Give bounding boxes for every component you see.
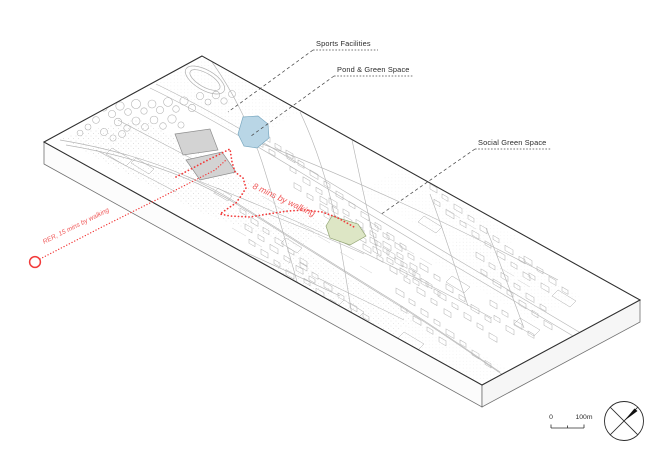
compass-north-needle [624, 408, 638, 421]
route-rer-label: RER, 15 mins by walking [42, 207, 111, 246]
scale-bar-end-label: 100m [575, 414, 592, 421]
leader-line-sports-facilities [227, 49, 314, 113]
route-site-walk-line [175, 147, 355, 228]
stipple-zone-southeast [382, 318, 520, 382]
map-content [59, 58, 607, 382]
tree-canopy-cluster [76, 90, 236, 142]
site-block [42, 55, 642, 408]
annotation-callouts: Sports Facilities Pond & Green Space Soc… [227, 39, 551, 216]
label-pond-green-space: Pond & Green Space [337, 65, 410, 74]
scale-bar: 0 100m [549, 414, 593, 429]
callout-sports-facilities: Sports Facilities [227, 39, 378, 113]
pond-waterbody [237, 115, 270, 149]
callout-social-green-space: Social Green Space [379, 138, 551, 216]
route-rer-origin-marker [28, 255, 42, 269]
leader-line-social-green-space [379, 148, 476, 216]
sports-facilities-buildings [174, 128, 237, 181]
stipple-zone-northeast [360, 168, 520, 262]
stipple-zone-south [262, 248, 420, 342]
social-green-space-polygon [325, 215, 367, 246]
slab-top-outline [42, 55, 642, 386]
building-footprints [105, 123, 577, 369]
sports-building-1 [174, 128, 219, 156]
sports-building-2 [185, 151, 237, 181]
stipple-zone-central [200, 180, 330, 248]
scale-bar-start-label: 0 [549, 414, 553, 421]
north-arrow-compass [604, 401, 644, 441]
route-rer-line [39, 159, 227, 260]
callout-pond-green-space: Pond & Green Space [250, 65, 414, 137]
label-social-green-space: Social Green Space [478, 138, 546, 147]
label-sports-facilities: Sports Facilities [316, 39, 371, 48]
running-track [184, 65, 226, 95]
stipple-zone-west [60, 118, 250, 212]
